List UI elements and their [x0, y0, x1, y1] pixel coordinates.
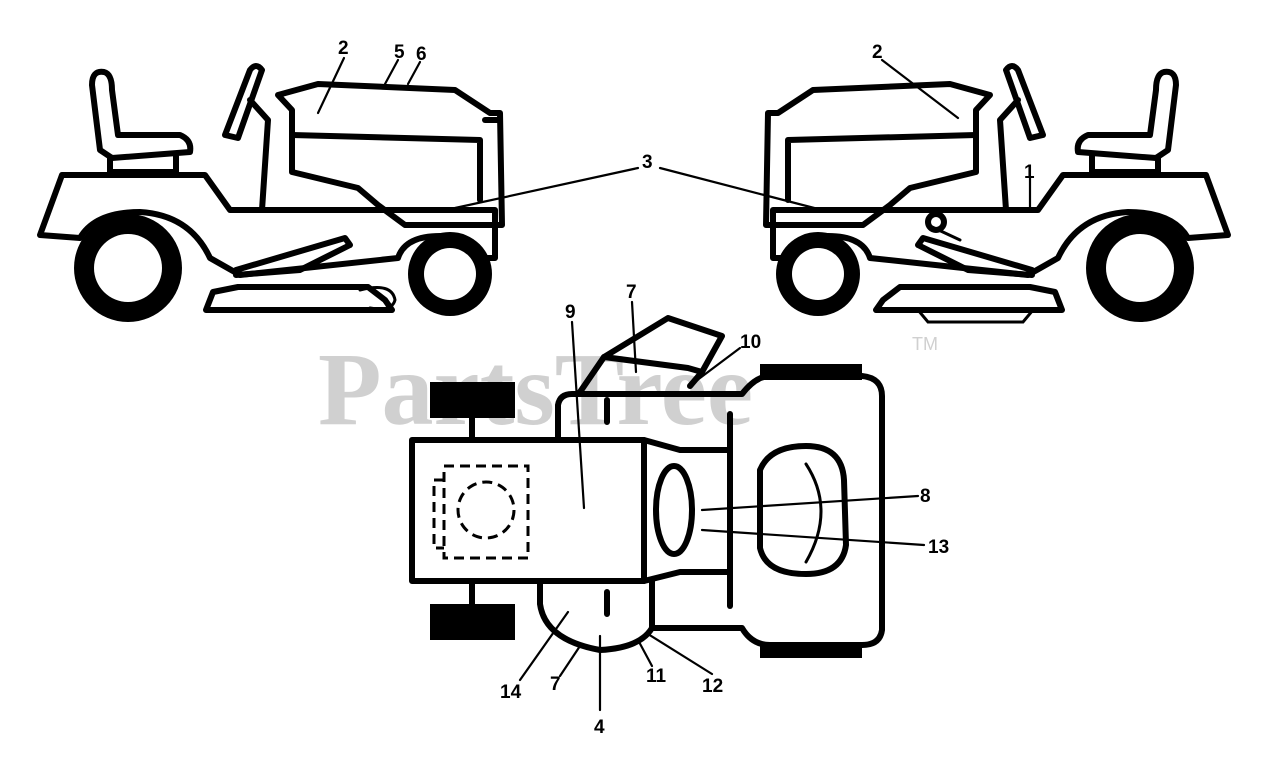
leader-10	[690, 346, 742, 386]
hood-panel-line-right	[785, 132, 979, 203]
front-hub-right	[792, 248, 844, 300]
rear-hub-right	[1106, 234, 1174, 302]
callout-4: 4	[594, 717, 605, 738]
footrest-right	[915, 235, 1035, 278]
hood-curve-top	[804, 462, 823, 564]
deck-chute-left	[358, 286, 397, 311]
seat-left	[89, 68, 194, 161]
watermark-text: PartsTree	[318, 332, 753, 447]
hood-top	[757, 443, 849, 577]
callout-7-bottom: 7	[550, 674, 561, 695]
leader-5	[383, 58, 400, 86]
steering-column-right	[997, 97, 1021, 213]
callout-11: 11	[646, 666, 667, 687]
lower-fender-top	[537, 578, 655, 653]
leader-2-left	[316, 56, 346, 115]
callout-8: 8	[920, 486, 931, 507]
hood-left	[275, 81, 505, 228]
callout-3: 3	[642, 152, 653, 173]
hood-right	[763, 81, 993, 228]
leader-14	[518, 610, 570, 682]
mower-deck-right	[873, 284, 1065, 313]
tractor-top-view	[409, 315, 885, 658]
callout-1: 1	[1024, 162, 1035, 183]
leader-12	[646, 632, 714, 676]
leader-11	[636, 638, 654, 668]
steering-wheel-right	[1003, 63, 1046, 141]
leader-9	[570, 320, 586, 510]
fuel-area-top	[442, 464, 530, 560]
deck-plate-right	[914, 308, 1037, 324]
callout-7-top: 7	[626, 282, 637, 303]
callout-2-left: 2	[338, 38, 349, 59]
callout-6: 6	[416, 44, 427, 65]
callout-10: 10	[740, 332, 761, 353]
footrest-left	[233, 235, 353, 278]
leader-13	[700, 528, 926, 547]
hood-panel-line-left	[289, 132, 483, 203]
callout-2-right: 2	[872, 42, 883, 63]
leader-2-right	[880, 58, 960, 120]
rear-wheel-top-lower	[430, 604, 515, 640]
leader-6	[406, 60, 422, 86]
front-hub-left	[424, 248, 476, 300]
leader-3-b	[658, 166, 824, 212]
chute-edge-top	[601, 354, 705, 375]
rear-hub-left	[94, 234, 162, 302]
leader-8	[700, 494, 920, 512]
callout-14: 14	[500, 682, 522, 703]
steering-column-left	[247, 97, 271, 213]
callout-13: 13	[928, 537, 949, 558]
fuel-cap-top	[456, 480, 516, 540]
mower-deck-left	[203, 284, 395, 313]
leader-7-top	[630, 300, 638, 374]
callout-12: 12	[702, 676, 723, 697]
leader-lines	[316, 56, 1032, 712]
tractor-right-side-view	[763, 63, 1231, 324]
leader-7-bottom	[558, 644, 582, 678]
watermark: PartsTree TM	[318, 332, 938, 447]
leader-3-a	[453, 166, 640, 210]
rear-deck-top	[409, 437, 647, 584]
callout-9: 9	[565, 302, 576, 323]
steering-wheel-left	[222, 63, 265, 141]
seat-right	[1074, 68, 1179, 161]
callout-5: 5	[394, 42, 405, 63]
lever-right	[928, 224, 962, 242]
steering-wheel-top	[653, 463, 695, 557]
tractor-left-side-view	[37, 63, 505, 322]
body-outline-top	[555, 373, 885, 648]
watermark-trademark: TM	[912, 334, 938, 354]
callout-labels: 2 5 6 2 3 1 7 9 10 8 13 14 7 4 11 12	[338, 38, 1035, 738]
rear-wheel-top-upper	[430, 382, 515, 418]
fuel-area-edge-top	[432, 478, 444, 550]
